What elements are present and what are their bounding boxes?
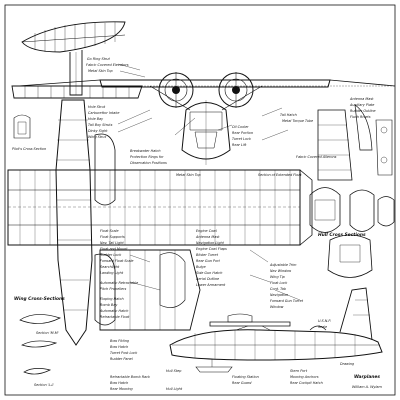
- label-float-lock: Float Lock: [270, 281, 288, 285]
- label-section-ll: Section 'L-L': [34, 383, 54, 387]
- label-navigation: Navigation: [270, 293, 288, 297]
- label-aux-plate: Auxiliary Plate: [349, 103, 374, 107]
- label-rear-portion: Rear Portion: [232, 131, 253, 135]
- label-dinky-sight: Dinky Sight: [88, 129, 108, 133]
- label-rear-hatch: Rear Cockpit Hatch: [290, 381, 323, 385]
- label-lower-armament: Lower Armament: [196, 283, 226, 287]
- label-elevators: Fabric Covered Elevators: [86, 63, 129, 67]
- label-rudder-outline: Rudder Outline: [350, 109, 376, 113]
- side-elevation: [169, 287, 383, 373]
- label-hole-bay: Hole Bay: [88, 117, 104, 121]
- annotation-labels: Go Ring Strut Fabric Covered Elevators M…: [12, 57, 376, 391]
- label-blister-turret: Blister Turret: [196, 253, 219, 257]
- label-pilots-section: Pilot's Cross Section: [12, 147, 46, 151]
- label-section-mm: Section 'M-M': [36, 331, 59, 335]
- label-eloping-hatch: Eloping Hatch: [100, 297, 124, 301]
- label-scale: Scale: [318, 325, 327, 329]
- label-rudder-panel: Rudder Panel: [110, 357, 133, 361]
- label-tail-struts: Tail Boy Struts: [88, 123, 113, 127]
- label-cowl-flaps: Engine Cowl Flaps: [196, 247, 227, 251]
- drawing-frame: [4, 4, 396, 396]
- label-wing-cross-sections: Wing Cross-Sections: [14, 296, 65, 302]
- label-rear-mooring: Rear Mooring: [110, 387, 134, 391]
- label-wing-tip: Wing Tip: [270, 275, 285, 279]
- label-hull-step: Hull Step: [166, 369, 181, 373]
- label-trim: Adjustable Trim: [269, 263, 297, 267]
- label-fwd-gun-turret: Forward Gun Turret: [270, 299, 304, 303]
- label-turret-lock: Turret Lock: [232, 137, 252, 141]
- label-bow-fitting: Bow Fitting: [110, 339, 130, 343]
- label-observation: Observation Positions: [130, 161, 167, 165]
- label-forward-float: Forward Float Scale: [100, 259, 133, 263]
- label-float-scale: Float Scale: [100, 229, 119, 233]
- label-window: Window: [270, 305, 284, 309]
- title-sheet: Warplanes: [354, 374, 380, 380]
- label-rear-gun-port: Rear Gun Port: [196, 259, 221, 263]
- rudder-detail: [317, 104, 393, 181]
- label-antenna-mast: Antenna Mast: [349, 97, 374, 101]
- label-stern-port: Stern Port: [290, 369, 308, 373]
- label-aerial-outline: Aerial Outline: [195, 277, 219, 281]
- label-engine-cowl: Engine Cowl: [196, 229, 217, 233]
- label-flush-rivets: Flush Rivets: [350, 115, 371, 119]
- label-protection-rings: Protection Rings for: [130, 155, 164, 159]
- label-wing-strut: Wing Strut: [88, 135, 107, 139]
- label-carb-intake: Carburettor Intake: [88, 111, 119, 115]
- label-float-supports: Float Supports: [100, 235, 125, 239]
- label-tail-light: Nav. Tail Light: [100, 241, 124, 245]
- label-nav-window: Nav Window: [270, 269, 291, 273]
- label-tail-hatch: Tail Hatch: [280, 113, 297, 117]
- label-bulge: Bulge: [196, 265, 206, 269]
- label-auto-hatch: Automatic Hatch: [99, 309, 128, 313]
- label-bow-hatch-2: Bow Hatch: [110, 381, 128, 385]
- label-turret-post: Turret Post Lock: [110, 351, 138, 355]
- label-rear-guard: Rear Guard: [232, 381, 252, 385]
- label-mooring-anchors: Mooring Anchors: [290, 375, 319, 379]
- label-usnp: U.S.N.P.: [318, 319, 331, 323]
- leader-lines: [117, 63, 301, 301]
- label-bomb-rack: Retractable Bomb Rack: [110, 375, 151, 379]
- label-breakwater: Breakwater Hatch: [130, 149, 161, 153]
- label-hole-strut: Hole Strut: [88, 105, 106, 109]
- label-auto-retractable: Automatic Retractable: [99, 281, 138, 285]
- label-hull-cross-sections: Hull Cross Sections: [318, 232, 366, 238]
- label-antenna-mast-2: Antenna Mast: [195, 235, 220, 239]
- label-metal-skin: Metal Skin Top: [88, 69, 113, 73]
- label-oil-cooler: Oil Cooler: [232, 125, 249, 129]
- label-drawing: Drawing: [340, 362, 355, 366]
- title-block: Warplanes William A. Wylam: [352, 374, 382, 389]
- tail-front-view: [11, 21, 143, 99]
- label-strut: Go Ring Strut: [87, 57, 110, 61]
- wing-plan-view: [7, 169, 313, 246]
- label-nav-light: Navigation Light: [196, 241, 224, 245]
- hull-cross-sections: [309, 187, 395, 278]
- label-extended-float: Section of Extended Float: [258, 173, 302, 177]
- label-floating-station: Floating Station: [232, 375, 259, 379]
- label-bomb-bay: Bomb Bay: [100, 303, 118, 307]
- wing-sections: [19, 314, 61, 375]
- front-view-aircraft: [17, 72, 396, 165]
- label-landing-light: Landing Light: [100, 271, 124, 275]
- label-side-gun-hatch: Side Gun Hatch: [196, 271, 222, 275]
- label-searchlight: Searchlight: [100, 265, 120, 269]
- label-cont-tab: Cont. Tab: [270, 287, 286, 291]
- label-float-mount: Float and Mount: [100, 247, 128, 251]
- label-hull-light: Hull Light: [166, 387, 183, 391]
- label-bow-hatch: Bow Hatch: [110, 345, 128, 349]
- label-metal-skin-2: Metal Skin Top: [176, 173, 201, 177]
- label-retract-float: Retractable Float: [100, 315, 130, 319]
- lower-plan-view: [99, 249, 201, 331]
- label-rudder-lock: Rudder Lock: [100, 253, 122, 257]
- title-credit: William A. Wylam: [352, 385, 382, 389]
- label-torque-tube: Metal Torque Tube: [282, 119, 313, 123]
- label-ailerons: Fabric Covered Ailerons: [296, 155, 337, 159]
- label-rear-lift: Rear Lift: [232, 143, 247, 147]
- label-pitch-props: Pitch Propellers: [100, 287, 127, 291]
